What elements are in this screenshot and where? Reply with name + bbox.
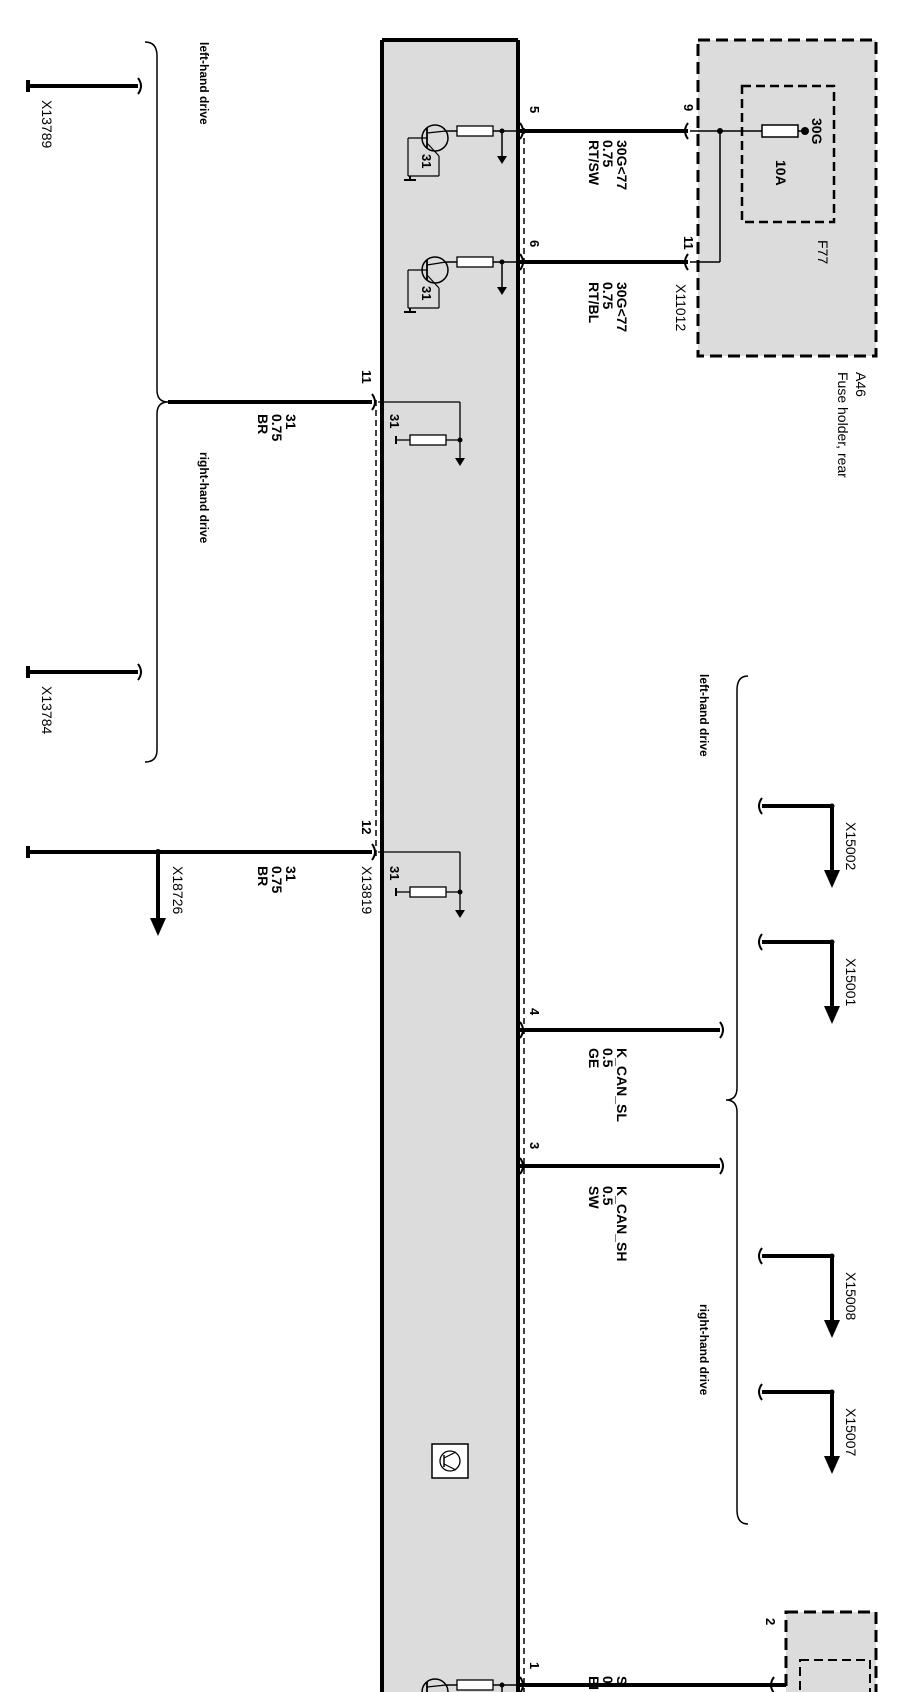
wire-4-signal: K_CAN_SL bbox=[614, 1048, 630, 1122]
rhd-label-left: right-hand drive bbox=[197, 452, 211, 544]
wire-3-size: 0.5 bbox=[600, 1186, 616, 1206]
ground-31-label: 31 bbox=[419, 154, 434, 168]
pin-6-label: 6 bbox=[527, 240, 542, 247]
fuse-pin-9: 9 bbox=[681, 104, 696, 111]
connector-x15001-stub: X15001 bbox=[758, 933, 859, 1024]
ground-31-label: 31 bbox=[387, 866, 402, 880]
wire-pin-1: 1 S 0. BI bbox=[519, 1662, 790, 1692]
connector-x13789: X13789 bbox=[39, 100, 55, 148]
ground-resistor-12: 31 bbox=[378, 851, 465, 918]
pin-4-label: 4 bbox=[527, 1008, 542, 1016]
pin-5-label: 5 bbox=[527, 106, 542, 113]
wire-4-color: GE bbox=[586, 1048, 602, 1068]
can-branch-variants: left-hand drive right-hand drive X15002 … bbox=[697, 674, 859, 1525]
fuse-rating-label: 10A bbox=[773, 160, 789, 186]
wire-1-color: BI bbox=[586, 1676, 602, 1690]
fuse-f77-symbol bbox=[761, 124, 799, 138]
wire-pin-6: 6 30G<77 0.75 RT/BL bbox=[519, 240, 689, 332]
wire-pin-11: 11 31 0.75 BR bbox=[168, 370, 376, 441]
wire-5-color: RT/SW bbox=[586, 140, 602, 186]
rhd-label-can: right-hand drive bbox=[697, 1304, 711, 1396]
left-branch-variants: X13789 left-hand drive X13784 right-hand… bbox=[26, 41, 211, 763]
wire-12-size: 0.75 bbox=[269, 866, 285, 893]
ground-resistor-11: 31 bbox=[378, 401, 465, 466]
wire-5-size: 0.75 bbox=[600, 140, 616, 167]
wire-1-signal: S bbox=[614, 1676, 630, 1685]
transistor-driver-2: 31 bbox=[404, 256, 518, 313]
wire-12-signal: 31 bbox=[283, 866, 299, 882]
connector-x13819: X13819 bbox=[359, 866, 375, 914]
connector-x15002: X15002 bbox=[843, 822, 859, 870]
pin-3-label: 3 bbox=[527, 1142, 542, 1149]
wire-3-color: SW bbox=[586, 1186, 602, 1209]
fuse-holder-id: A46 bbox=[853, 372, 869, 397]
wire-6-color: RT/BL bbox=[586, 282, 602, 324]
connector-x15008-stub: X15008 bbox=[758, 1247, 859, 1338]
wire-6-size: 0.75 bbox=[600, 282, 616, 309]
wire-pin-12: 12 31 0.75 BR X13819 X18726 bbox=[26, 820, 376, 936]
transistor-driver-3 bbox=[421, 1678, 518, 1692]
connector-x15008: X15008 bbox=[843, 1272, 859, 1320]
pin-11-label: 11 bbox=[359, 370, 374, 384]
wire-6-signal: 30G<77 bbox=[614, 282, 630, 332]
fuse-holder-name: Fuse holder, rear bbox=[835, 372, 851, 478]
bottom-box-pin-2: 2 bbox=[763, 1618, 778, 1625]
wire-pin-4-kcan-sl: 4 K_CAN_SL 0.5 GE bbox=[519, 1008, 724, 1122]
wire-3-signal: K_CAN_SH bbox=[614, 1186, 630, 1261]
fuse-terminal-label: 30G bbox=[809, 118, 825, 145]
ground-31-label: 31 bbox=[419, 286, 434, 300]
bottom-component-box: 2 bbox=[763, 1610, 878, 1692]
lhd-label-can: left-hand drive bbox=[697, 674, 711, 757]
wire-11-size: 0.75 bbox=[269, 414, 285, 441]
transistor-driver-1: 31 bbox=[404, 124, 518, 181]
fuse-holder-a46: 30G 10A F77 A46 Fuse holder, rear 9 11 X… bbox=[673, 38, 878, 478]
lhd-label-left: left-hand drive bbox=[197, 42, 211, 125]
ground-31-label: 31 bbox=[387, 414, 402, 428]
wire-11-signal: 31 bbox=[283, 414, 299, 430]
connector-x15007: X15007 bbox=[843, 1408, 859, 1456]
control-module bbox=[375, 38, 525, 1692]
wire-1-size: 0. bbox=[600, 1676, 616, 1688]
wire-5-signal: 30G<77 bbox=[614, 140, 630, 190]
wire-pin-5: 5 30G<77 0.75 RT/SW bbox=[519, 106, 689, 190]
fuse-connector-x11012: X11012 bbox=[673, 284, 689, 331]
connector-x15002-stub: X15002 bbox=[758, 797, 859, 888]
fuse-id-label: F77 bbox=[815, 240, 831, 264]
connector-x15001: X15001 bbox=[843, 958, 859, 1006]
pin-12-label: 12 bbox=[359, 820, 374, 834]
connector-x15007-stub: X15007 bbox=[758, 1383, 859, 1474]
wire-pin-3-kcan-sh: 3 K_CAN_SH 0.5 SW bbox=[519, 1142, 724, 1261]
fuse-pin-11: 11 bbox=[681, 236, 696, 250]
pin-1-label: 1 bbox=[527, 1662, 542, 1669]
module-symbol-icon bbox=[431, 1443, 469, 1479]
connector-x18726: X18726 bbox=[170, 866, 186, 914]
wire-12-color: BR bbox=[255, 866, 271, 886]
wire-4-size: 0.5 bbox=[600, 1048, 616, 1068]
wire-11-color: BR bbox=[255, 414, 271, 434]
connector-x13784: X13784 bbox=[39, 686, 55, 734]
